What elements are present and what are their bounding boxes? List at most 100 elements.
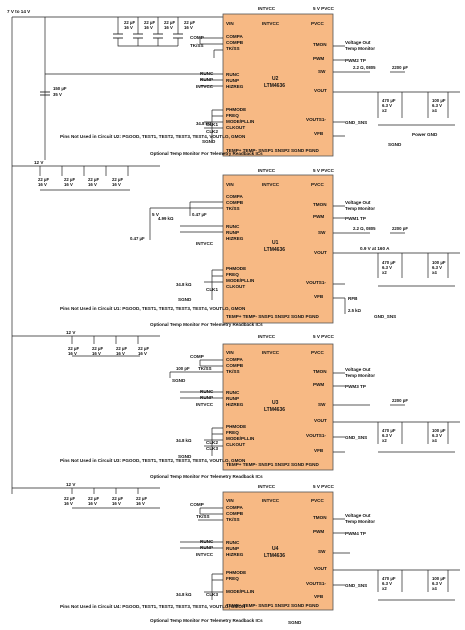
u3-block: 12 V 22 µF 16 V 22 µF 16 V 22 µF 16 V 22… bbox=[66, 330, 460, 471]
u4-chip bbox=[222, 491, 334, 611]
cout-b-value: 100 µF bbox=[432, 576, 446, 581]
pin-runp: RUNP bbox=[226, 230, 239, 235]
pin-voutsns: VOUTS1- bbox=[306, 433, 326, 438]
pin-5v-pvcc: 5 V PVCC bbox=[313, 484, 335, 489]
pin-freq: FREQ bbox=[226, 430, 239, 435]
telemetry-note: Optional Temp Monitor For Telemetry Read… bbox=[150, 474, 263, 479]
unused-pins-note: Pins Not Used in Circuit U2: PGOOD, TEST… bbox=[60, 134, 246, 139]
output-current-label: 0.9 V at 160 A bbox=[360, 246, 390, 251]
cap-value: 22 µF bbox=[92, 346, 103, 351]
net-intvcc: INTVCC bbox=[196, 241, 214, 246]
cout-b-count: x4 bbox=[432, 270, 437, 275]
cout-a-value: 470 µF bbox=[382, 260, 396, 265]
pin-tkss: TK/SS bbox=[226, 369, 240, 374]
pin-bottom-row: TEMP+ TEMP- SNSP1 SNSP2 SGND PGND bbox=[226, 314, 319, 319]
input-voltage-label: 7 V to 14 V bbox=[7, 9, 31, 14]
cap-voltage: 16 V bbox=[144, 25, 153, 30]
five-v-label: 5 V bbox=[152, 212, 160, 217]
net-tkss: TK/SS bbox=[198, 366, 212, 371]
cap-voltage: 16 V bbox=[64, 501, 73, 506]
pin-voutsns: VOUTS1- bbox=[306, 280, 326, 285]
snubber-r: 2.2 Ω, 0805 bbox=[353, 226, 376, 231]
pwm-test-point: PWM2 TP bbox=[345, 58, 366, 63]
pin-hizreg: HIZREG bbox=[226, 84, 244, 89]
cout-a-value: 470 µF bbox=[382, 428, 396, 433]
sgnd-label: SGND bbox=[202, 139, 216, 144]
pin-mode-pllin: MODE/PLLIN bbox=[226, 278, 255, 283]
pin-runc: RUNC bbox=[226, 72, 240, 77]
u4-block: 12 V 22 µF 16 V 22 µF 16 V 22 µF 16 V 22… bbox=[64, 482, 460, 625]
pin-vin: VIN bbox=[226, 182, 234, 187]
cap-value: 22 µF bbox=[138, 346, 149, 351]
u2-input-caps: 22 µF 16 V 22 µF 16 V 22 µF 16 V 22 µF 1… bbox=[113, 17, 195, 47]
cap-value: 22 µF bbox=[136, 496, 147, 501]
cap-voltage: 16 V bbox=[136, 501, 145, 506]
pin-tmon: TMON bbox=[313, 369, 327, 374]
pin-sw: SW bbox=[318, 69, 326, 74]
pin-compa: COMPA bbox=[226, 357, 243, 362]
unused-pins-note: Pins Not Used in Circuit U3: PGOOD, TEST… bbox=[60, 458, 246, 463]
input-rail bbox=[11, 16, 240, 494]
cout-b-value: 100 µF bbox=[432, 98, 446, 103]
chip-ref: U4 bbox=[272, 546, 279, 552]
pin-runc: RUNC bbox=[226, 390, 240, 395]
voltage-out-label: Voltage Out bbox=[345, 40, 371, 45]
pin-mode-pllin: MODE/PLLIN bbox=[226, 119, 255, 124]
pin-intvcc-top: INTVCC bbox=[258, 334, 276, 339]
input-taps bbox=[44, 17, 200, 160]
snubber-c: 2200 pF bbox=[392, 65, 408, 70]
gnd-sns-label: GND_SNS bbox=[374, 314, 396, 319]
sgnd-label: SGND bbox=[288, 620, 302, 625]
cap-voltage: 16 V bbox=[164, 25, 173, 30]
pin-hizreg: HIZREG bbox=[226, 552, 244, 557]
unused-pins-note: Pins Not Used in Circuit U4: PGOOD, TEST… bbox=[60, 604, 246, 609]
pin-5v-pvcc: 5 V PVCC bbox=[313, 168, 335, 173]
pin-vout: VOUT bbox=[314, 418, 327, 423]
u1-chip bbox=[222, 174, 334, 324]
net-runp: RUNP bbox=[200, 395, 213, 400]
chip-ref: U2 bbox=[272, 76, 279, 82]
voltage-out-label: Voltage Out bbox=[345, 200, 371, 205]
cap-value: 22 µF bbox=[64, 496, 75, 501]
telemetry-note: Optional Temp Monitor For Telemetry Read… bbox=[150, 322, 263, 327]
net-runc: RUNC bbox=[200, 71, 214, 76]
net-tkss: TK/SS bbox=[190, 43, 204, 48]
rail-12v-label: 12 V bbox=[66, 330, 76, 335]
pin-voutsns: VOUTS1- bbox=[306, 581, 326, 586]
pin-compb: COMPB bbox=[226, 511, 244, 516]
pin-pwm: PWM bbox=[313, 529, 324, 534]
clk-label: CLK2 bbox=[206, 129, 218, 134]
cap-value: 22 µF bbox=[184, 20, 195, 25]
u1-block: 12 V 22 µF 16 V 22 µF 16 V 22 µF 16 V 22… bbox=[34, 160, 460, 324]
net-runp: RUNP bbox=[200, 545, 213, 550]
pin-compb: COMPB bbox=[226, 40, 244, 45]
rfreq-value: 34.8 kΩ bbox=[176, 282, 192, 287]
cap-voltage: 16 V bbox=[116, 351, 125, 356]
cout-a-count: x2 bbox=[382, 586, 387, 591]
pin-vfb: VFB bbox=[314, 448, 324, 453]
pin-voutsns: VOUTS1- bbox=[306, 117, 326, 122]
pin-5v-pvcc: 5 V PVCC bbox=[313, 6, 335, 11]
cap-voltage: 16 V bbox=[68, 351, 77, 356]
pin-clkout: CLKOUT bbox=[226, 284, 245, 289]
snubber-r: 2.2 Ω, 0805 bbox=[353, 65, 376, 70]
pin-vout: VOUT bbox=[314, 250, 327, 255]
pin-freq: FREQ bbox=[226, 272, 239, 277]
cap-value: 22 µF bbox=[124, 20, 135, 25]
pin-intvcc-inner: INTVCC bbox=[262, 350, 280, 355]
pin-pvcc: PVCC bbox=[311, 498, 324, 503]
gnd-sns-label: GND_SNS bbox=[345, 435, 367, 440]
pin-pwm: PWM bbox=[313, 382, 324, 387]
pin-tmon: TMON bbox=[313, 515, 327, 520]
chip-ref: U3 bbox=[272, 400, 279, 406]
clk-label: CLK3 bbox=[206, 446, 218, 451]
pin-sw: SW bbox=[318, 549, 326, 554]
cout-a-count: x2 bbox=[382, 438, 387, 443]
rtk-value: 4.99 kΩ bbox=[158, 216, 174, 221]
pin-hizreg: HIZREG bbox=[226, 236, 244, 241]
cap-value: 22 µF bbox=[88, 496, 99, 501]
cap-voltage: 16 V bbox=[88, 501, 97, 506]
pin-runc: RUNC bbox=[226, 224, 240, 229]
net-intvcc: INTVCC bbox=[196, 84, 214, 89]
pin-mode-pllin: MODE/PLLIN bbox=[226, 436, 255, 441]
